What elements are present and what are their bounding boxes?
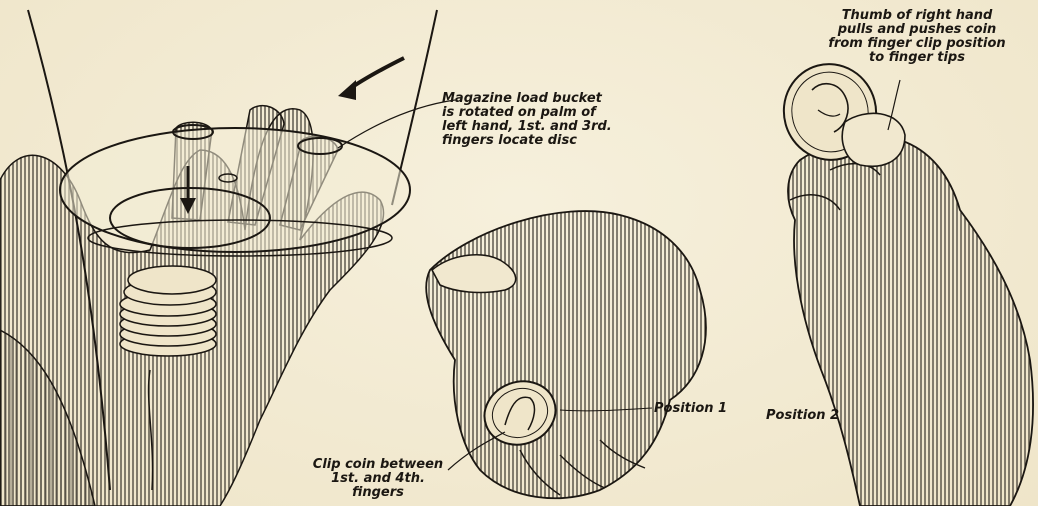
clip-caption-line-3: fingers	[296, 486, 460, 500]
middle-hand-figure	[426, 211, 706, 498]
thumb-caption-line-1: Thumb of right hand	[822, 9, 1012, 23]
thumb-caption: Thumb of right hand pulls and pushes coi…	[822, 9, 1012, 65]
middle-hand	[426, 211, 706, 498]
position-2-label: Position 2	[766, 409, 839, 423]
clip-caption: Clip coin between 1st. and 4th. fingers	[296, 458, 460, 500]
rotation-arrow	[338, 58, 404, 100]
right-hand	[788, 136, 1033, 506]
coin-stack	[120, 266, 216, 356]
thumb-caption-line-3: from finger clip position	[822, 37, 1012, 51]
right-hand-figure	[773, 54, 1033, 506]
magazine-leader-line	[338, 100, 455, 148]
left-hand-figure	[0, 10, 455, 506]
thumb-caption-line-4: to finger tips	[822, 51, 1012, 65]
clip-caption-line-1: Clip coin between	[296, 458, 460, 472]
magazine-disc	[60, 128, 410, 252]
right-thumb	[842, 113, 905, 166]
magazine-caption-line-1: Magazine load bucket	[442, 92, 612, 106]
magazine-caption: Magazine load bucket is rotated on palm …	[442, 92, 612, 148]
position-1-label: Position 1	[654, 402, 727, 416]
magazine-caption-line-2: is rotated on palm of	[442, 106, 612, 120]
thumb-caption-line-2: pulls and pushes coin	[822, 23, 1012, 37]
magazine-caption-line-3: left hand, 1st. and 3rd.	[442, 120, 612, 134]
clip-caption-line-2: 1st. and 4th.	[296, 472, 460, 486]
magazine-caption-line-4: fingers locate disc	[442, 134, 612, 148]
